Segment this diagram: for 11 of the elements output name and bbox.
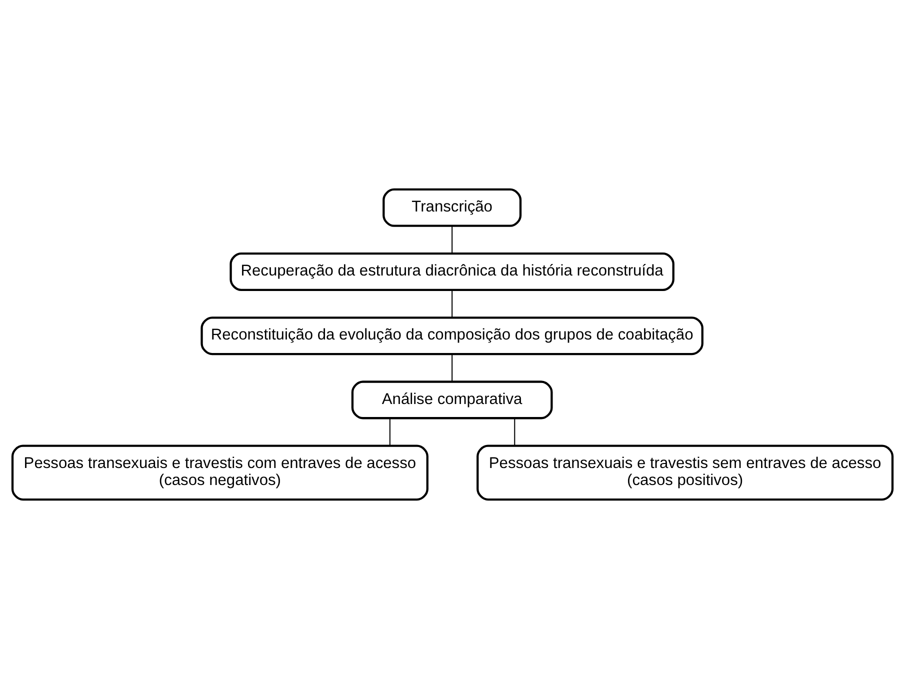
node-box: Reconstituição da evolução da composição dos grupos de coabitação	[200, 316, 704, 356]
node-box: Recuperação da estrutura diacrônica da história reconstruída	[230, 252, 674, 292]
connector	[452, 354, 453, 382]
node-box: Transcrição	[382, 188, 522, 227]
node-box: Pessoas transexuais e travestis com entraves de acesso (casos negativos)	[11, 444, 428, 501]
connector	[514, 418, 516, 446]
node-box: Análise comparativa	[351, 380, 553, 420]
connector	[389, 418, 390, 446]
connector	[452, 226, 453, 254]
node-box: Pessoas transexuais e travestis sem entraves de acesso (casos positivos)	[476, 444, 894, 501]
connector	[452, 290, 453, 318]
